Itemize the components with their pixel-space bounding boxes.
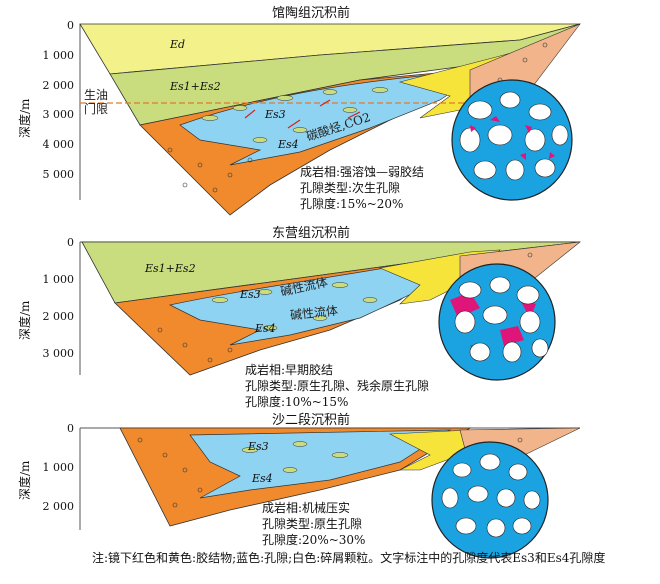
- panel3-note-facies: 成岩相:机械压实: [262, 501, 351, 515]
- panel2-label-es4: Es4: [255, 322, 276, 335]
- figure-footnote: 注:镜下红色和黄色:胶结物;蓝色:孔隙;白色:碎屑颗粒。文字标注中的孔隙度代表E…: [92, 551, 606, 565]
- panel1-tick: 5 000: [42, 168, 75, 181]
- panel1-tick: 2 000: [42, 79, 75, 92]
- panel1-label-es12: Es1+Es2: [170, 80, 221, 93]
- panel1-note-porosity: 孔隙度:15%~20%: [300, 197, 404, 211]
- panel2-note-porosity: 孔隙度:10%~15%: [245, 395, 349, 409]
- panel2-tick: 3 000: [42, 347, 75, 360]
- panel2-tick: 2 000: [42, 310, 75, 323]
- panel2-title: 东营组沉积前: [272, 226, 351, 241]
- panel1-note-pore-type: 孔隙类型:次生孔隙: [300, 181, 401, 195]
- panel2-note-facies: 成岩相:早期胶结: [245, 363, 334, 377]
- panel1-tick: 3 000: [42, 108, 75, 121]
- panel3-label-es3: Es3: [248, 440, 269, 453]
- panel2-label-es3: Es3: [240, 288, 261, 301]
- panel2-section: [79, 241, 582, 381]
- panel2-label-es12: Es1+Es2: [145, 262, 196, 275]
- panel3-title: 沙二段沉积前: [272, 413, 351, 428]
- panel2-tick: 1 000: [42, 273, 75, 286]
- panel1-tick: 1 000: [42, 49, 75, 62]
- panel1-label-es4: Es4: [278, 138, 299, 151]
- panel3-tick: 2 000: [42, 500, 75, 513]
- panel3-label-es4: Es4: [252, 472, 273, 485]
- panel3-note-pore-type: 孔隙类型:原生孔隙: [262, 517, 363, 531]
- panel3-note-porosity: 孔隙度:20%~30%: [262, 533, 366, 547]
- panel1-label-es3: Es3: [265, 108, 286, 121]
- panel1-tick: 4 000: [42, 138, 75, 151]
- panel2-note-pore-type: 孔隙类型:原生孔隙、残余原生孔隙: [245, 379, 430, 393]
- panel1-tick: 0: [67, 19, 74, 32]
- panel2-tick: 0: [67, 236, 74, 249]
- panel3-tick: 1 000: [42, 461, 75, 474]
- panel1-label-ed: Ed: [170, 38, 186, 51]
- panel3-tick: 0: [67, 422, 74, 435]
- panel1-note-facies: 成岩相:强溶蚀—弱胶结: [300, 165, 425, 179]
- panel2-layer-es3: [168, 255, 462, 346]
- panel3-section: [79, 427, 581, 559]
- panel1-oil-threshold-label: 生油门限: [84, 88, 109, 116]
- panel1-section: [79, 23, 581, 216]
- panel1-title: 馆陶组沉积前: [272, 6, 351, 21]
